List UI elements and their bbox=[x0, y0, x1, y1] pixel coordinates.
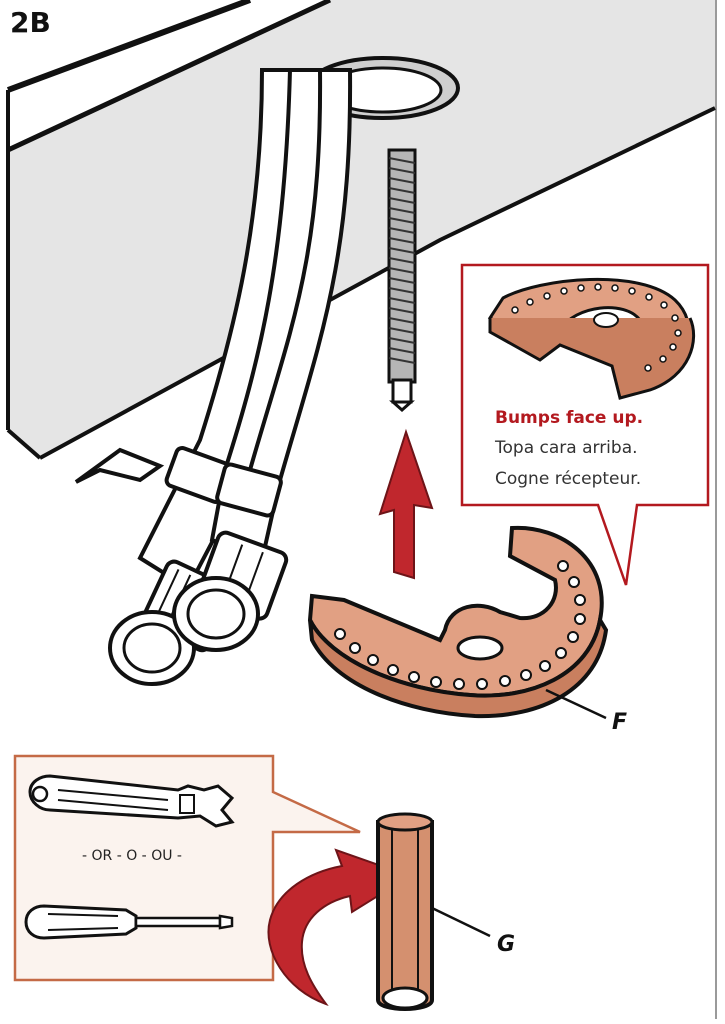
part-label-f: F bbox=[612, 710, 627, 735]
mounting-washer-icon bbox=[310, 528, 606, 716]
up-arrow-icon bbox=[380, 432, 432, 578]
tube-tool-icon bbox=[378, 814, 432, 1009]
callout-heading: Bumps face up. bbox=[495, 408, 643, 428]
leader-line-f bbox=[546, 690, 606, 718]
callout-line-fr: Cogne récepteur. bbox=[495, 469, 641, 489]
leader-line-g bbox=[432, 908, 490, 936]
threaded-rod-icon bbox=[389, 150, 415, 410]
step-label: 2B bbox=[10, 6, 51, 39]
callout-line-es: Topa cara arriba. bbox=[495, 438, 638, 458]
part-label-g: G bbox=[497, 932, 515, 957]
or-divider: - OR - O - OU - bbox=[0, 848, 264, 864]
